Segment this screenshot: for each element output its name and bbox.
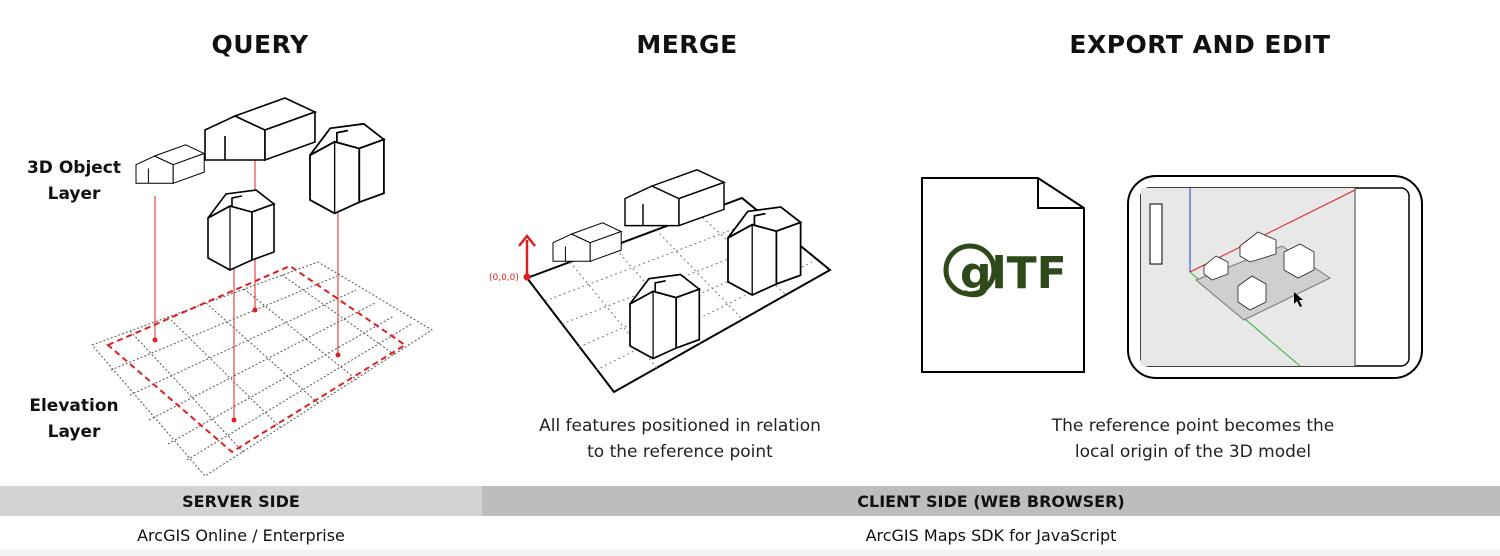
query-title: QUERY bbox=[211, 30, 309, 59]
export-title: EXPORT AND EDIT bbox=[1069, 30, 1331, 59]
query-projection-lines bbox=[154, 150, 339, 420]
diagram-artwork: (0,0,0) glTF bbox=[91, 97, 1423, 477]
object-layer-label: 3D Object Layer bbox=[14, 155, 134, 207]
query-building-tower-right bbox=[309, 122, 385, 215]
reference-point-dot bbox=[523, 273, 531, 281]
query-building-long bbox=[204, 97, 316, 161]
query-building-small bbox=[135, 144, 205, 184]
query-terrain-grid bbox=[91, 261, 433, 477]
merge-title: MERGE bbox=[636, 30, 738, 59]
query-projection-dots bbox=[152, 307, 341, 423]
object-layer-label-line2: Layer bbox=[47, 184, 101, 204]
merge-caption-line1: All features positioned in relation bbox=[539, 416, 821, 436]
client-product-label: ArcGIS Maps SDK for JavaScript bbox=[865, 525, 1117, 545]
query-building-tower-center bbox=[207, 189, 275, 271]
gltf-logo-text: glTF bbox=[960, 248, 1067, 299]
server-product-label: ArcGIS Online / Enterprise bbox=[137, 525, 345, 545]
client-side-header: CLIENT SIDE (WEB BROWSER) bbox=[482, 486, 1500, 516]
origin-label: (0,0,0) bbox=[489, 273, 519, 283]
tablet-device bbox=[1127, 175, 1423, 379]
merge-origin-axis bbox=[518, 233, 536, 281]
export-caption-line2: local origin of the 3D model bbox=[1074, 442, 1312, 462]
elevation-layer-label-line2: Layer bbox=[47, 422, 101, 442]
export-caption-line1: The reference point becomes the bbox=[1051, 416, 1335, 436]
elevation-layer-label: Elevation Layer bbox=[14, 393, 134, 445]
footer-bottom-strip bbox=[0, 550, 1500, 556]
export-caption: The reference point becomes the local or… bbox=[1033, 413, 1353, 465]
gltf-file-icon bbox=[921, 177, 1085, 373]
footer-product-row: ArcGIS Online / Enterprise ArcGIS Maps S… bbox=[0, 520, 1500, 550]
server-side-header: SERVER SIDE bbox=[0, 486, 482, 516]
merge-caption-line2: to the reference point bbox=[587, 442, 773, 462]
footer-header-row: SERVER SIDE CLIENT SIDE (WEB BROWSER) bbox=[0, 486, 1500, 516]
merge-caption: All features positioned in relation to t… bbox=[520, 413, 840, 465]
elevation-layer-label-line1: Elevation bbox=[29, 396, 119, 416]
query-extent-rectangle bbox=[106, 264, 407, 454]
object-layer-label-line1: 3D Object bbox=[26, 158, 122, 178]
